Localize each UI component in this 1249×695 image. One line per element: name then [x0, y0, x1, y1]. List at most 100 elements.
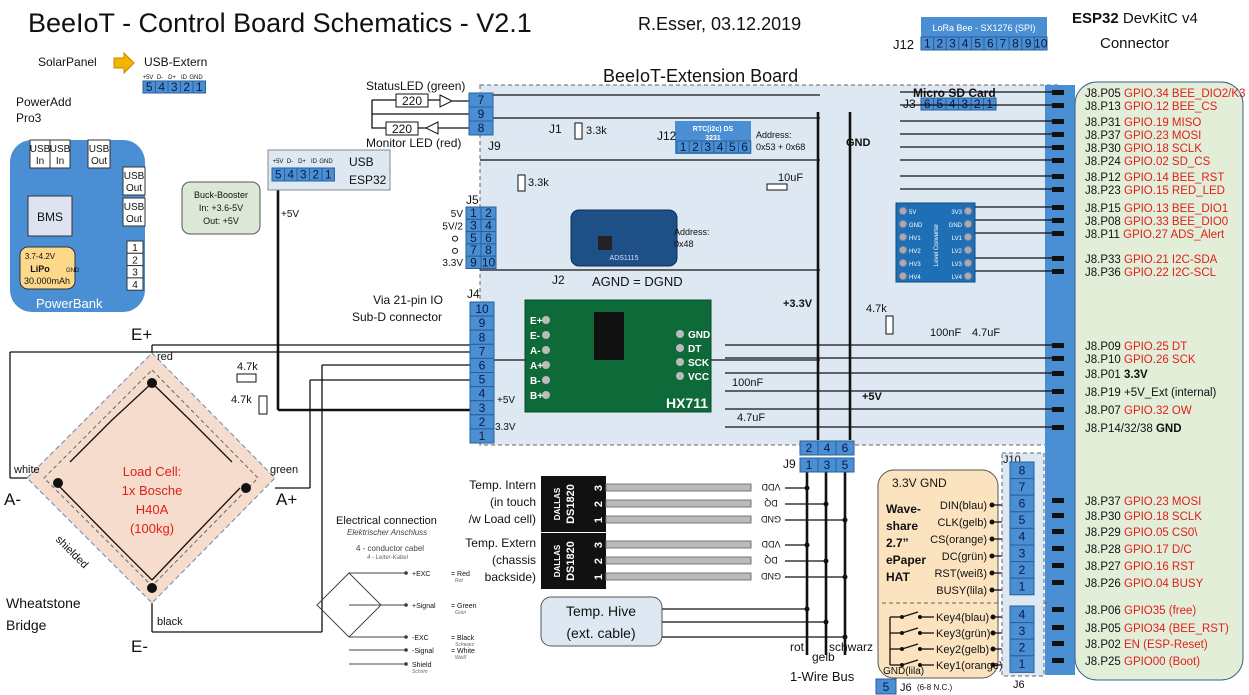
sdcard-pin-label: 6	[924, 97, 931, 111]
svg-text:Key3(grün): Key3(grün)	[936, 628, 990, 640]
esp-pin-row: J8.P37 GPIO.23 MOSI	[1085, 496, 1201, 508]
esp-pin-stub	[1052, 371, 1064, 376]
j10-pin-label: 1	[1019, 580, 1026, 594]
sensor-lead	[605, 556, 752, 565]
svg-text:+EXC: +EXC	[412, 571, 430, 578]
svg-text:USB: USB	[30, 144, 51, 155]
sdcard-pin	[983, 97, 997, 111]
j6-pin-label: 1	[1019, 657, 1026, 671]
svg-text:HAT: HAT	[886, 570, 910, 584]
pro3-label: Pro3	[16, 111, 42, 125]
svg-text:J9: J9	[783, 457, 796, 471]
svg-text:Key2(gelb): Key2(gelb)	[936, 644, 989, 656]
esp-pin-row: J8.P24 GPIO.02 SD_CS	[1085, 156, 1211, 168]
esp-pin-row: J8.P27 GPIO.16 RST	[1085, 561, 1195, 573]
svg-text:gelb: gelb	[812, 650, 835, 664]
svg-text:VDD: VDD	[761, 539, 781, 549]
j6-pin-label: 2	[1019, 641, 1026, 655]
key-switch-icon	[901, 611, 919, 618]
esp-pin-row: J8.P15 GPIO.13 BEE_DIO1	[1085, 203, 1228, 215]
esp-pin-row: J8.P05 GPIO.34 BEE_DIO2/K3	[1085, 88, 1245, 100]
resistor-3.3k-adc	[517, 174, 526, 192]
svg-text:4.7uF: 4.7uF	[737, 412, 765, 424]
esp-pin-row: J8.P01 3.3V	[1085, 369, 1148, 381]
monitor-led-icon	[424, 121, 439, 135]
svg-text:3.3V: 3.3V	[442, 258, 463, 269]
lipo-battery	[19, 246, 76, 290]
svg-text:red: red	[157, 351, 173, 363]
j10-pin-label: 7	[1019, 480, 1026, 494]
lora-pin-label: 3	[949, 37, 956, 51]
svg-text:+5V: +5V	[143, 75, 154, 81]
svg-text:In: +3.6-5V: In: +3.6-5V	[199, 203, 243, 213]
svg-text:DS1820: DS1820	[565, 541, 577, 581]
usb-esp32-pin-label: 5	[275, 168, 282, 182]
svg-text:0x53 + 0x68: 0x53 + 0x68	[756, 142, 805, 152]
j5-pin-label: 10	[482, 255, 496, 269]
svg-text:(chassis: (chassis	[492, 553, 536, 567]
lora-bee-title: LoRa Bee - SX1276 (SPI)	[932, 23, 1035, 33]
svg-text:1: 1	[593, 517, 605, 523]
svg-text:shielded: shielded	[53, 534, 90, 571]
esp-pin-row: J8.P30 GPIO.18 SCLK	[1085, 143, 1202, 155]
status-led-label: StatusLED (green)	[366, 79, 465, 93]
usb-extern-pin-label: 1	[196, 80, 203, 94]
svg-text:USB: USB	[124, 171, 145, 182]
svg-text:Wheatstone: Wheatstone	[6, 595, 81, 611]
j5-pin-label: 2	[485, 206, 492, 220]
esp-pin-stub	[1052, 407, 1064, 412]
j4-pin-label: 6	[479, 358, 486, 372]
esp-pin-stub	[1052, 231, 1064, 236]
lora-j12-label: J12	[893, 37, 914, 52]
svg-text:RTC(i2c) DS: RTC(i2c) DS	[693, 126, 734, 133]
svg-text:GND: GND	[761, 514, 782, 524]
lora-pin-label: 9	[1025, 37, 1032, 51]
svg-text:DS1820: DS1820	[565, 484, 577, 524]
rtc-pin-label: 4	[717, 140, 724, 154]
svg-text:CLK(gelb): CLK(gelb)	[937, 517, 987, 529]
svg-text:USB: USB	[50, 144, 71, 155]
svg-text:-EXC: -EXC	[412, 635, 429, 642]
esp-pin-row: J8.P28 GPIO.17 D/C	[1085, 544, 1192, 556]
svg-text:ePaper: ePaper	[886, 553, 926, 567]
buck-booster	[181, 181, 261, 235]
epaper-hat-box	[877, 469, 999, 679]
svg-text:+Signal: +Signal	[412, 603, 436, 610]
resistor-4.7k-2	[258, 395, 268, 415]
svg-text:Level Converter: Level Converter	[934, 224, 940, 266]
svg-text:A-: A-	[4, 490, 21, 509]
epaper-pins: DIN(blau)CLK(gelb)CS(orange)DC(grün)RST(…	[889, 500, 1010, 672]
j5-pin-label: 5	[470, 231, 477, 245]
ds1820-chip	[541, 476, 606, 532]
sensor-lead	[605, 572, 752, 581]
j6-pin-label: 3	[1019, 624, 1026, 638]
sdcard-pin-label: 2	[974, 97, 981, 111]
svg-text:Schirm: Schirm	[412, 669, 428, 675]
esp-pin-row: J8.P36 GPIO.22 I2C-SCL	[1085, 267, 1217, 279]
j5-pin-label: 6	[485, 231, 492, 245]
j4-pin	[469, 428, 495, 444]
esp32-title: ESP32 DevKitC v4	[1072, 10, 1198, 27]
key-switch-icon	[901, 627, 919, 634]
esp-pin-stub	[1052, 563, 1064, 568]
subd-connector-label: Sub-D connector	[352, 310, 442, 324]
svg-text:1: 1	[132, 243, 138, 254]
esp-pin-row: J8.P19 +5V_Ext (internal)	[1085, 387, 1217, 399]
svg-text:5: 5	[883, 680, 890, 694]
bms-label: BMS	[37, 210, 63, 224]
svg-text:3.3k: 3.3k	[586, 125, 607, 137]
svg-text:3: 3	[132, 268, 138, 279]
svg-text:GND: GND	[66, 268, 80, 274]
esp-pin-row: J8.P02 EN (ESP-Reset)	[1085, 639, 1208, 651]
svg-text:backside): backside)	[485, 570, 536, 584]
svg-text:ADS1115: ADS1115	[610, 255, 639, 262]
svg-text:3V3: 3V3	[951, 210, 962, 216]
svg-text:D-: D-	[287, 159, 293, 165]
svg-text:RST(weiß): RST(weiß)	[934, 568, 987, 580]
j9-onewire-pin-label: 4	[824, 441, 831, 455]
